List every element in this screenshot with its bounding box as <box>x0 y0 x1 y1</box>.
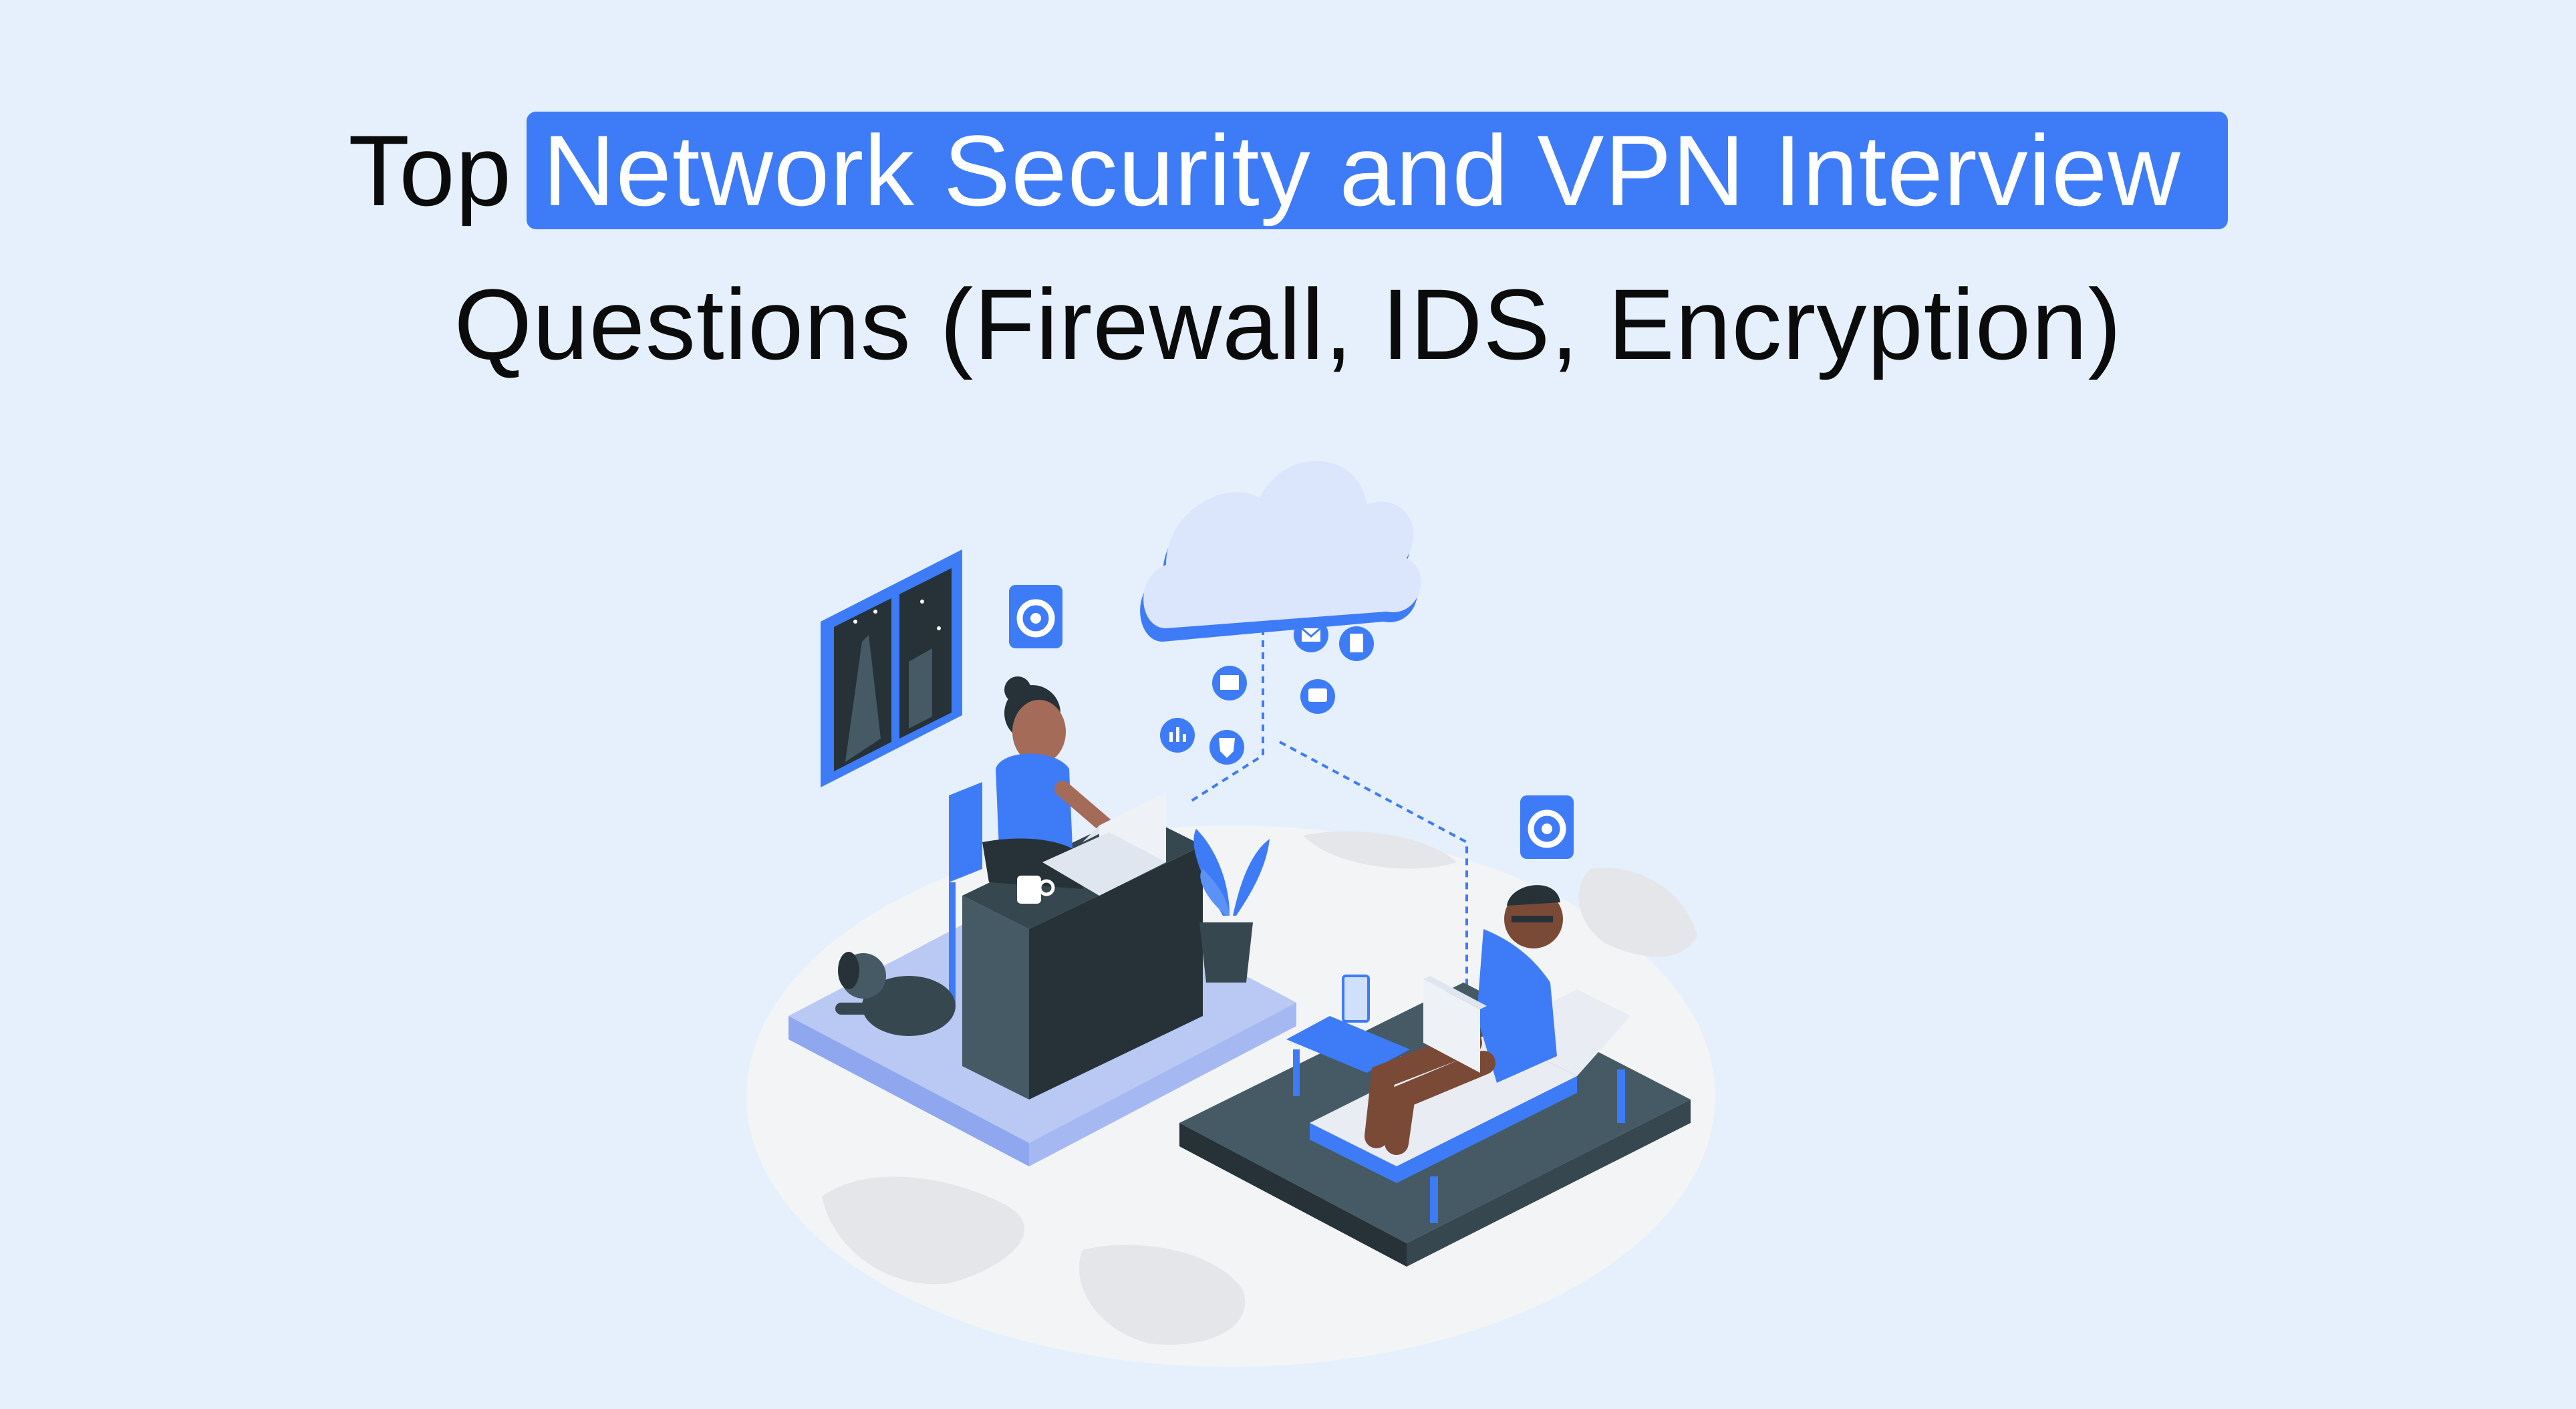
title-prefix: Top <box>348 114 513 227</box>
person-on-lounger <box>1365 885 1563 1155</box>
dog-icon <box>835 952 956 1036</box>
person-at-desk <box>982 676 1124 889</box>
plant-icon <box>1193 829 1270 983</box>
laptop-icon <box>1423 976 1487 1073</box>
cloud-icon <box>1140 461 1421 642</box>
mail-icon <box>1294 618 1328 652</box>
window-icon <box>821 549 962 787</box>
gear-icon <box>1520 795 1574 859</box>
water-glass-icon <box>1342 975 1370 1023</box>
laptop-icon <box>1042 792 1166 896</box>
network-connector <box>1188 628 1468 989</box>
chart-icon <box>1160 718 1195 753</box>
title-line-2: Questions (Firewall, IDS, Encryption) <box>454 268 2122 380</box>
chat-icon <box>1300 679 1335 714</box>
title-highlight: Network Security and VPN Interview <box>527 112 2228 229</box>
shield-icon <box>1209 730 1244 765</box>
chair <box>949 782 982 1003</box>
gear-icon <box>1009 585 1062 648</box>
coffee-mug-icon <box>1017 876 1055 904</box>
document-icon <box>1339 626 1374 661</box>
image-icon <box>1212 666 1247 700</box>
